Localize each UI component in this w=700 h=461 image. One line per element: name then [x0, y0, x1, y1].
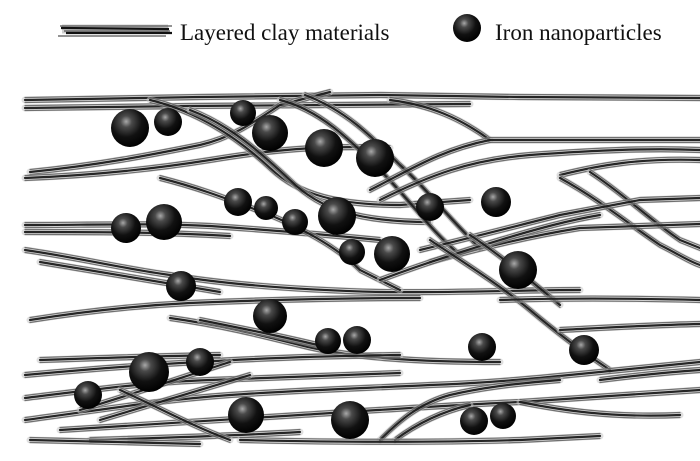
iron-nanoparticle [228, 397, 264, 433]
iron-nanoparticle [254, 196, 278, 220]
iron-legend-label: Iron nanoparticles [495, 20, 662, 45]
iron-nanoparticle [374, 236, 410, 272]
iron-nanoparticle [74, 381, 102, 409]
iron-nanoparticle [356, 139, 394, 177]
iron-nanoparticle [569, 335, 599, 365]
iron-nanoparticle [490, 403, 516, 429]
clay-legend-label: Layered clay materials [180, 20, 389, 45]
iron-nanoparticle [481, 187, 511, 217]
clay-layer [30, 296, 420, 323]
clay-layer [560, 157, 700, 177]
iron-nanoparticle [282, 209, 308, 235]
iron-nanoparticle-icon [453, 14, 481, 42]
iron-nanoparticle [252, 115, 288, 151]
iron-nanoparticle [166, 271, 196, 301]
legend: Layered clay materials Iron nanoparticle… [58, 14, 662, 45]
iron-nanoparticle [416, 193, 444, 221]
iron-nanoparticle [230, 100, 256, 126]
iron-nanoparticle [253, 299, 287, 333]
iron-nanoparticle [129, 352, 169, 392]
iron-nanoparticle [111, 109, 149, 147]
iron-nanoparticle [343, 326, 371, 354]
iron-nanoparticle [146, 204, 182, 240]
iron-nanoparticle [339, 239, 365, 265]
iron-nanoparticle [154, 108, 182, 136]
iron-nanoparticle [224, 188, 252, 216]
iron-nanoparticle [186, 348, 214, 376]
clay-layer [25, 93, 700, 103]
iron-nanoparticle [331, 401, 369, 439]
clay-layer [560, 322, 700, 333]
iron-nanoparticle [318, 197, 356, 235]
layered-clay-icon [58, 26, 172, 36]
iron-nanoparticle [305, 129, 343, 167]
iron-nanoparticle [460, 407, 488, 435]
iron-nanoparticle [468, 333, 496, 361]
iron-nanoparticle [111, 213, 141, 243]
iron-nanoparticle [315, 328, 341, 354]
clay-layer [500, 296, 700, 303]
iron-nanoparticle [499, 251, 537, 289]
